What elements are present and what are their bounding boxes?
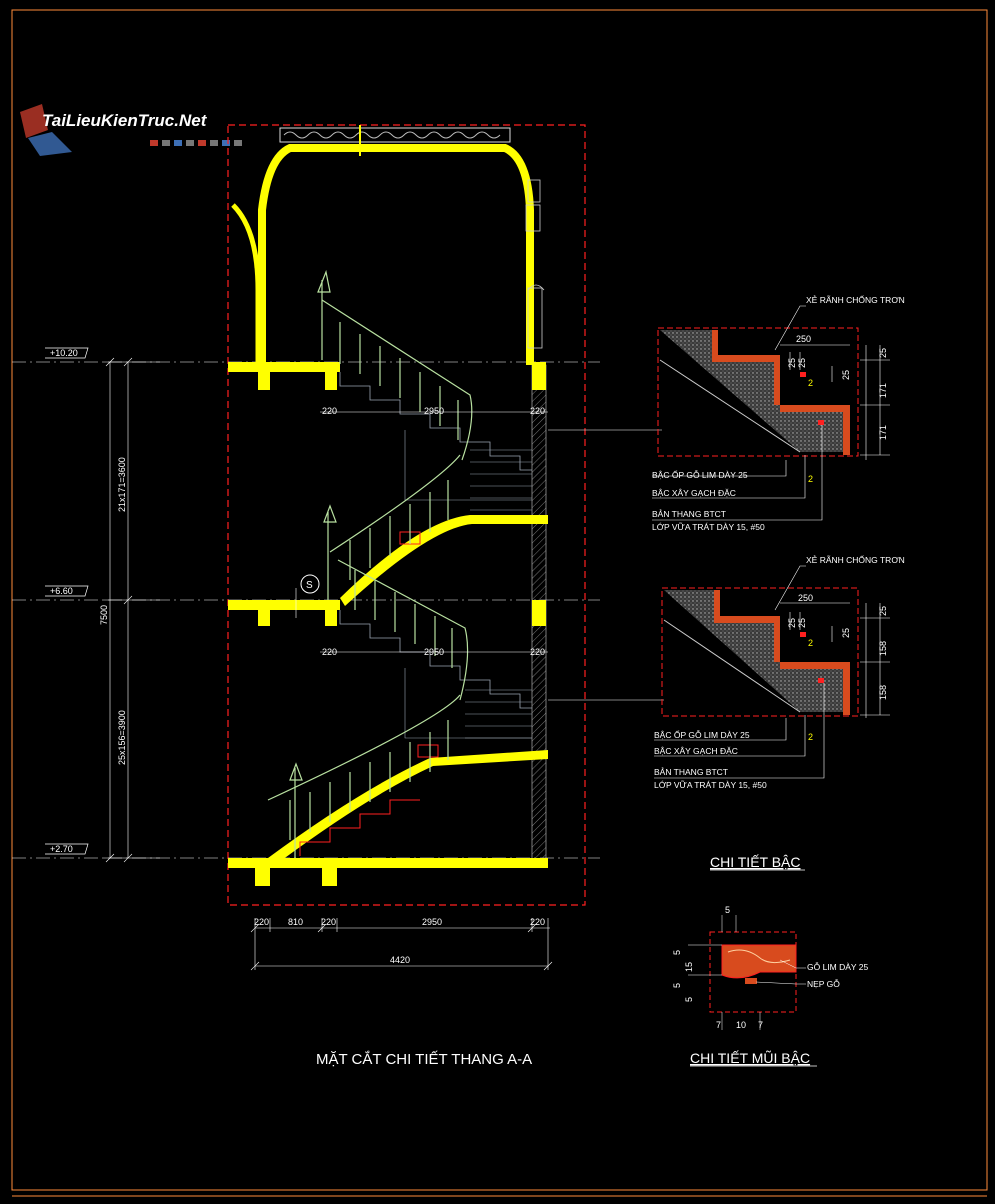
floor-dimensions [320, 411, 548, 653]
dim-bottom-2: 810 [288, 917, 303, 927]
upper-riser-1: 171 [878, 383, 888, 398]
dim-mid-mid: 2950 [424, 647, 444, 657]
lower-marker-1: 2 [808, 638, 813, 648]
dim-upper-left: 220 [322, 406, 337, 416]
upper-riser-2: 171 [878, 425, 888, 440]
upper-note-3: BẢN THANG BTCT [652, 508, 726, 519]
dim-overall-width: 4420 [390, 955, 410, 965]
floor-slab-bottom [228, 858, 548, 886]
detail-leaders [548, 429, 664, 701]
level-marker-2: +6.60 [45, 585, 89, 597]
lower-riser-2: 158 [878, 685, 888, 700]
balustrade-upper [317, 269, 473, 461]
level-label: +6.60 [50, 586, 73, 596]
section-marker-label: S [306, 580, 313, 591]
lower-note-1: BẬC ỐP GỖ LIM DÀY 25 [654, 729, 750, 740]
nosing-label-timber: GỖ LIM DÀY 25 [807, 961, 869, 972]
upper-grooving-label: XẺ RÃNH CHỐNG TRƠN [806, 294, 905, 305]
nosing-detail [688, 915, 806, 1030]
level-label: +2.70 [50, 844, 73, 854]
dim-bottom-1: 220 [254, 917, 269, 927]
dim-upper-flight: 21x171=3600 [117, 457, 127, 512]
upper-dim-a: 25 [787, 358, 797, 368]
lower-dim-c: 25 [841, 628, 851, 638]
lower-tread-dim: 250 [798, 593, 813, 603]
step-detail-lower [661, 587, 859, 717]
dim-bottom-5: 220 [530, 917, 545, 927]
section-cut-boundary [227, 124, 586, 906]
lower-dim-a: 25 [787, 618, 797, 628]
nosing-top-dim: 5 [725, 905, 730, 915]
floor-slab-top [228, 362, 546, 390]
step-detail-title: CHI TIẾT BẬC [710, 854, 801, 870]
lower-dim-b: 25 [797, 618, 807, 628]
level-marker-1: +10.20 [45, 347, 89, 359]
dim-lower-flight: 25x156=3900 [117, 710, 127, 765]
lower-grooving-label: XẺ RÃNH CHỐNG TRƠN [806, 554, 905, 565]
upper-dim-b: 25 [797, 358, 807, 368]
balustrade-mid [323, 454, 469, 701]
stair-flight-lower [268, 610, 548, 860]
upper-tread-dim: 250 [796, 334, 811, 344]
dim-upper-right: 220 [530, 406, 545, 416]
nosing-left-2: 15 [684, 962, 694, 972]
dim-bottom-3: 220 [321, 917, 336, 927]
watermark-logo: TaiLieuKienTruc.Net [20, 104, 242, 156]
lower-note-4: LỚP VỮA TRÁT DÀY 15, #50 [654, 780, 767, 790]
lower-marker-2: 2 [808, 732, 813, 742]
nosing-left-4: 5 [684, 997, 694, 1002]
dim-mid-right: 220 [530, 647, 545, 657]
nosing-bottom-3: 7 [758, 1020, 763, 1030]
roof-arch [231, 125, 534, 365]
dim-upper-mid: 2950 [424, 406, 444, 416]
level-marker-3: +2.70 [45, 843, 89, 855]
step-detail-upper [657, 327, 859, 457]
right-cornice-ornament [525, 179, 545, 349]
dim-total-height: 7500 [99, 605, 109, 625]
lower-note-3: BẢN THANG BTCT [654, 766, 728, 777]
lower-right-top: 25 [878, 606, 888, 616]
upper-dim-c: 25 [841, 370, 851, 380]
vertical-dimensions [104, 357, 160, 863]
nosing-left-1: 5 [672, 950, 682, 955]
lower-riser-1: 158 [878, 641, 888, 656]
nosing-label-strip: NẸP GỖ [807, 978, 840, 989]
watermark-dots [150, 140, 242, 146]
nosing-detail-title: CHI TIẾT MŨI BẬC [690, 1050, 810, 1066]
upper-marker-2: 2 [808, 474, 813, 484]
floor-slab-mid [228, 600, 546, 626]
lower-detail-leaders [654, 565, 890, 779]
upper-note-1: BẬC ỐP GỖ LIM DÀY 25 [652, 469, 748, 480]
section-marker: S [295, 574, 320, 618]
upper-note-2: BẬC XÂY GẠCH ĐẶC [652, 488, 736, 498]
bottom-dimension-chain [250, 918, 553, 971]
nosing-bottom-1: 7 [716, 1020, 721, 1030]
upper-detail-leaders [652, 305, 890, 521]
nosing-left-3: 5 [672, 983, 682, 988]
balustrade-lower [267, 694, 461, 858]
dim-mid-left: 220 [322, 647, 337, 657]
watermark-text: TaiLieuKienTruc.Net [42, 111, 208, 130]
main-section-title: MẶT CẮT CHI TIẾT THANG A-A [316, 1050, 532, 1068]
lower-note-2: BẬC XÂY GẠCH ĐẶC [654, 746, 738, 756]
level-label: +10.20 [50, 348, 78, 358]
upper-right-top: 25 [878, 348, 888, 358]
upper-marker-1: 2 [808, 378, 813, 388]
nosing-bottom-2: 10 [736, 1020, 746, 1030]
upper-note-4: LỚP VỮA TRÁT DÀY 15, #50 [652, 522, 765, 532]
dim-bottom-4: 2950 [422, 917, 442, 927]
